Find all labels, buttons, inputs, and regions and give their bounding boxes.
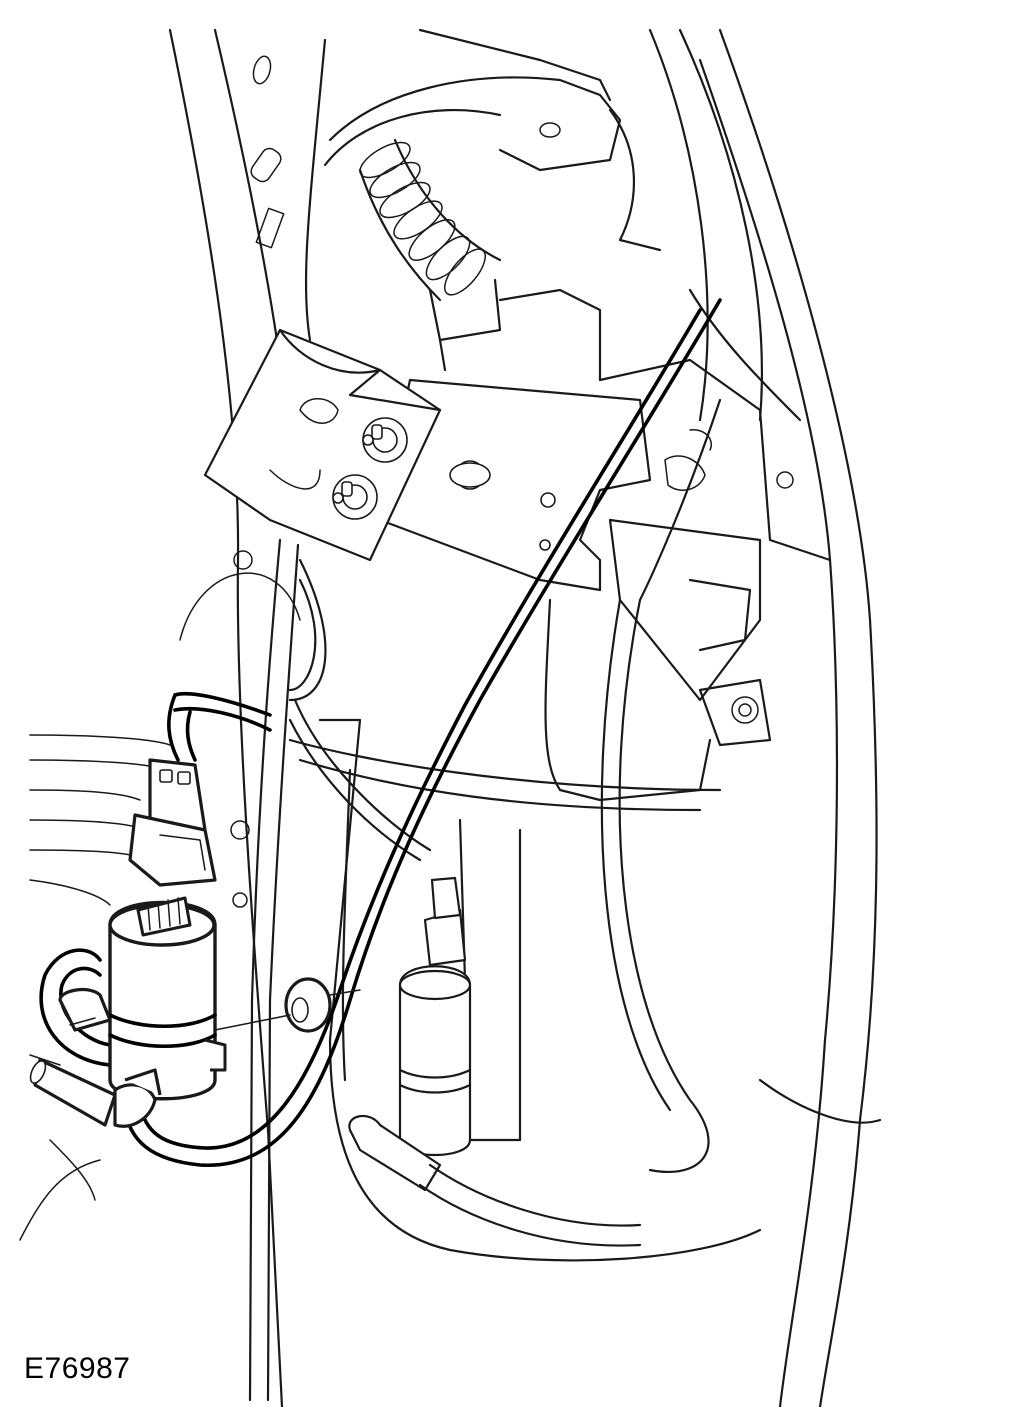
pump-terminal xyxy=(136,896,192,937)
pump-electrical-connector xyxy=(128,758,217,887)
upper-structure xyxy=(323,28,763,422)
body-slot xyxy=(255,207,285,249)
bolt xyxy=(731,696,759,724)
figure-reference-code: E76987 xyxy=(24,1352,131,1385)
right-frame xyxy=(544,28,882,1407)
nozzle-bracket xyxy=(378,378,652,592)
washer-pump-secondary xyxy=(348,876,642,1247)
frame-hole xyxy=(776,471,794,489)
body-hole xyxy=(252,55,272,85)
washer-jet xyxy=(332,474,378,520)
convoluted-hose xyxy=(358,138,502,342)
washer-hoses xyxy=(248,398,722,1402)
bracket-slot xyxy=(449,462,491,488)
washer-pump xyxy=(29,896,227,1128)
grommet xyxy=(29,977,361,1066)
washer-hose-highlighted xyxy=(39,298,722,1167)
washer-jet xyxy=(362,417,408,463)
body-slot xyxy=(250,147,282,183)
bracket-hole xyxy=(539,122,561,138)
body-hole xyxy=(230,820,250,840)
body-hole xyxy=(232,892,248,908)
bracket-hole xyxy=(539,539,551,551)
clip xyxy=(664,455,706,491)
body-hole xyxy=(233,550,253,570)
bracket-hole xyxy=(540,492,556,508)
washer-nozzle-block xyxy=(203,328,442,562)
nozzle-cutout xyxy=(299,398,339,424)
